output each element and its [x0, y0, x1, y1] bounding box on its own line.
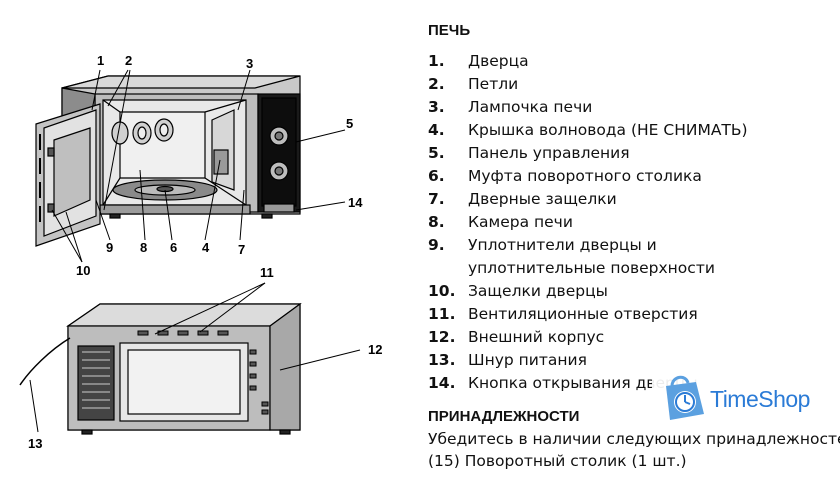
- accessories-text: Убедитесь в наличии следующих принадлежн…: [428, 430, 840, 448]
- list-item: 6.Муфта поворотного столика: [428, 167, 702, 185]
- list-item: 1.Дверца: [428, 52, 529, 70]
- open-oven-drawing: [35, 75, 301, 247]
- list-item: 5.Панель управления: [428, 144, 630, 162]
- callout-11: 11: [260, 265, 274, 280]
- callout-4: 4: [202, 240, 210, 255]
- callout-7: 7: [238, 242, 246, 257]
- accessories-title: ПРИНАДЛЕЖНОСТИ: [428, 408, 580, 425]
- list-item: 7.Дверные защелки: [428, 190, 617, 208]
- callout-3: 3: [246, 56, 254, 71]
- callout-1: 1: [97, 53, 105, 68]
- watermark-brand: TimeShop: [710, 386, 810, 412]
- callout-2: 2: [125, 53, 133, 68]
- accessories-text-2: (15) Поворотный столик (1 шт.): [428, 452, 687, 470]
- callout-9: 9: [106, 240, 114, 255]
- callout-10: 10: [76, 263, 91, 278]
- clock-bag-icon: [666, 375, 704, 420]
- callout-13: 13: [28, 436, 43, 451]
- list-item: 11.Вентиляционные отверстия: [428, 305, 698, 323]
- timeshop-watermark: TimeShop: [652, 364, 840, 434]
- list-item: 3.Лампочка печи: [428, 98, 593, 116]
- parts-text-column: ПЕЧЬ 1.Дверца 2.Петли 3.Лампочка печи 4.…: [428, 22, 840, 475]
- list-item: 2.Петли: [428, 75, 519, 93]
- callout-14: 14: [348, 195, 363, 210]
- parts-list: 1.Дверца 2.Петли 3.Лампочка печи 4.Крышк…: [428, 50, 840, 395]
- leader-lines: [29, 69, 361, 433]
- list-item: 14.Кнопка открывания дверцы: [428, 374, 698, 392]
- list-item: 13.Шнур питания: [428, 351, 587, 369]
- oven-diagram: [19, 69, 361, 435]
- list-item: 12.Внешний корпус: [428, 328, 605, 346]
- callout-12: 12: [368, 342, 383, 357]
- list-item: 8.Камера печи: [428, 213, 573, 231]
- rear-oven-drawing: [19, 302, 302, 435]
- callout-8: 8: [140, 240, 148, 255]
- list-item: 10.Защелки дверцы: [428, 282, 608, 300]
- callout-5: 5: [346, 116, 354, 131]
- list-item: 9.Уплотнители дверцы и уплотнительные по…: [428, 236, 715, 277]
- parts-section-title: ПЕЧЬ: [428, 22, 471, 39]
- list-item: 4.Крышка волновода (НЕ СНИМАТЬ): [428, 121, 748, 139]
- callout-6: 6: [170, 240, 178, 255]
- oven-illustration: 1 2 3 5 14 9 8 6 4 7 10 11 12 13: [0, 0, 410, 475]
